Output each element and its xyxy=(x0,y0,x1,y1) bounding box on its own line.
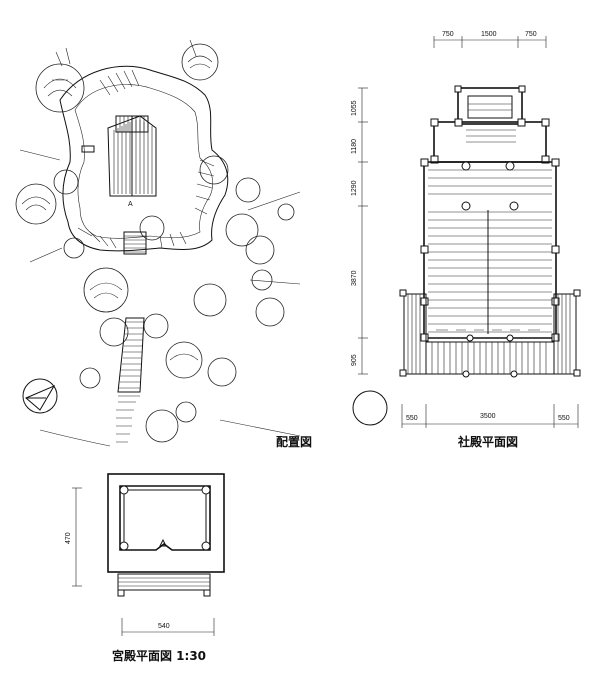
shrine-top-dimension: 750 1500 750 xyxy=(433,31,547,48)
side-verandas xyxy=(399,289,581,377)
site-boundary-inner xyxy=(74,84,213,239)
top-dim-1: 750 xyxy=(442,31,454,38)
left-dim-3: 1290 xyxy=(351,180,358,196)
palace-height-dimension: 470 xyxy=(65,487,82,587)
palace-outer-frame xyxy=(107,473,225,573)
left-dim-1: 1055 xyxy=(351,100,358,116)
orientation-circle-icon xyxy=(352,390,388,426)
top-dim-2: 1500 xyxy=(481,31,497,38)
site-plan: A xyxy=(15,39,312,449)
shrine-left-dimension: 1055 1180 1290 3870 905 xyxy=(351,87,368,375)
palace-plan: 470 540 宮殿平面図 1 xyxy=(65,473,225,663)
top-dim-3: 750 xyxy=(525,31,537,38)
palace-width-label: 540 xyxy=(158,623,170,630)
palace-width-dimension: 540 xyxy=(121,618,215,636)
site-boundary xyxy=(59,65,229,252)
approach-stairway xyxy=(116,317,145,443)
left-dim-2: 1180 xyxy=(351,139,358,154)
palace-height-label: 470 xyxy=(65,532,72,544)
palace-front-deck xyxy=(117,573,211,597)
shrine-bottom-dimension: 550 3500 550 xyxy=(401,404,579,428)
north-arrow-icon xyxy=(22,378,58,414)
site-marker-label: A xyxy=(128,201,133,208)
palace-plan-title: 宮殿平面図 1:30 xyxy=(112,648,206,663)
lantern xyxy=(81,145,95,153)
shrine-roof xyxy=(107,115,157,197)
bottom-dim-1: 550 xyxy=(406,415,418,422)
shrine-plan-title: 社殿平面図 xyxy=(457,434,518,449)
site-plan-title: 配置図 xyxy=(276,434,312,449)
shrine-plan: 750 1500 750 1055 1180 1290 3870 905 xyxy=(351,31,581,449)
bottom-dim-2: 3500 xyxy=(480,413,496,420)
trees xyxy=(15,43,295,443)
left-dim-5: 905 xyxy=(351,354,358,366)
main-hall xyxy=(420,158,560,342)
bottom-dim-3: 550 xyxy=(558,415,570,422)
palace-inner-body xyxy=(119,485,211,551)
front-steps xyxy=(123,231,147,255)
inner-sanctuary xyxy=(430,85,550,164)
shrine-front-steps xyxy=(425,341,555,378)
left-dim-4: 3870 xyxy=(351,270,358,286)
